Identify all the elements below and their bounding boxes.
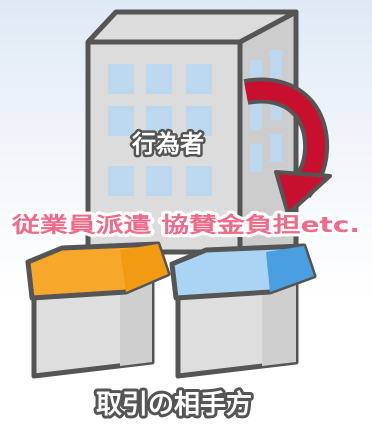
building-windows xyxy=(108,64,212,196)
office-building-icon xyxy=(85,9,299,255)
actions-label: 従業員派遣 協賛金負担etc. xyxy=(11,213,360,237)
store-blue-roof-icon xyxy=(169,243,317,379)
actor-label: 行為者 xyxy=(131,130,204,158)
counterparty-label: 取引の相手方 xyxy=(96,389,252,420)
curved-arrow-icon xyxy=(243,77,332,216)
store-orange-roof-icon xyxy=(25,241,171,379)
